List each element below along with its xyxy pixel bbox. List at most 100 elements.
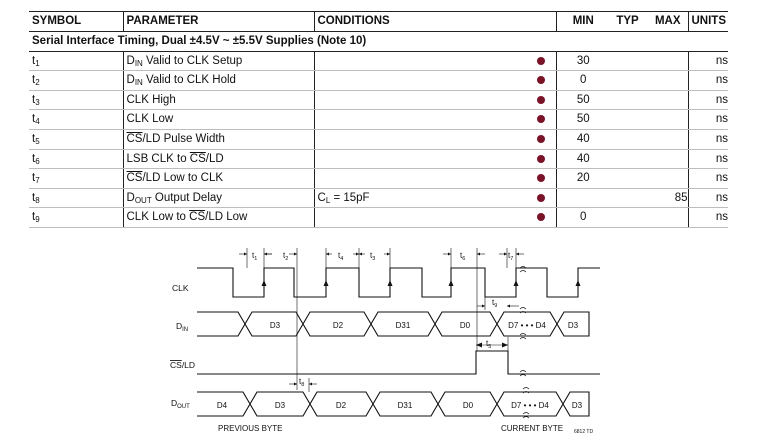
full-temp-range-dot-icon — [536, 76, 545, 85]
full-temp-range-dot-icon — [536, 134, 545, 143]
symbol-subscript: 6 — [35, 156, 40, 166]
header-parameter: PARAMETER — [122, 11, 314, 32]
parameter-text: D — [126, 54, 135, 67]
cell-min: 50 — [555, 90, 607, 111]
din-cell: D2 — [333, 321, 344, 330]
parameter-overline: CS — [126, 172, 143, 185]
symbol-text: t — [32, 54, 36, 67]
parameter-text: /LD Low — [205, 211, 248, 224]
header-max: MAX — [645, 11, 688, 32]
symbol-subscript: 7 — [35, 176, 40, 186]
cell-typ — [607, 168, 645, 189]
full-temp-range-dot-icon — [536, 56, 545, 65]
clk-signal-label: CLK — [172, 283, 189, 293]
symbol-subscript: 4 — [35, 117, 40, 127]
full-temp-range-dot-icon — [536, 174, 545, 183]
cell-symbol: t9 — [29, 207, 123, 228]
cell-parameter: CLK High — [122, 90, 314, 111]
symbol-subscript: 1 — [35, 58, 40, 68]
cell-max — [645, 90, 688, 111]
dout-cell: D4 — [217, 401, 228, 410]
parameter-subscript: IN — [134, 78, 143, 88]
cell-units: ns — [687, 90, 728, 111]
cell-conditions — [313, 70, 523, 91]
cell-min: 40 — [555, 149, 607, 170]
parameter-overline: CS — [126, 132, 143, 145]
cell-units: ns — [687, 70, 728, 91]
cell-max — [645, 51, 688, 72]
cell-units: ns — [687, 109, 728, 130]
din-cell: D3 — [568, 321, 579, 330]
parameter-text: /LD Low to CLK — [142, 172, 224, 185]
cell-symbol: t2 — [29, 70, 123, 91]
t4-label: t4 — [338, 251, 343, 262]
cs-ld-signal-label: CS/LD — [170, 360, 195, 370]
cell-parameter: CLK Low — [122, 109, 314, 130]
dout-cell: D31 — [398, 401, 413, 410]
cell-symbol: t6 — [29, 149, 123, 170]
cell-temp-range-marker — [523, 109, 556, 130]
parameter-text: /LD Pulse Width — [142, 132, 225, 145]
din-bus: D3 D2 D31 D0 D7 • • • D4 D3 — [197, 311, 590, 337]
cell-temp-range-marker — [523, 168, 556, 189]
dout-cell: D7 • • • D4 — [511, 401, 549, 410]
cell-symbol: t8 — [29, 188, 123, 209]
t3-label: t3 — [370, 251, 375, 262]
conditions-subscript: L — [325, 195, 331, 205]
header-typ: TYP — [607, 11, 645, 32]
parameter-text: LSB CLK to — [126, 152, 190, 165]
cs-ld-waveform — [197, 350, 600, 375]
cell-typ — [607, 70, 645, 91]
parameter-text: D — [126, 191, 135, 204]
table-header-row: SYMBOL PARAMETER CONDITIONS MIN TYP MAX … — [29, 11, 728, 32]
dout-signal-label: DOUT — [171, 398, 190, 410]
symbol-subscript: 8 — [35, 195, 40, 205]
din-cell: D7 • • • D4 — [508, 321, 546, 330]
cell-typ — [607, 129, 645, 150]
cell-symbol: t4 — [29, 109, 123, 130]
cell-parameter: DIN Valid to CLK Setup — [122, 51, 314, 72]
cell-conditions — [313, 109, 523, 130]
t8-label: t8 — [299, 377, 304, 388]
clk-edge-arrows — [261, 280, 581, 286]
cell-conditions — [313, 51, 523, 72]
cell-temp-range-marker — [523, 90, 556, 111]
cell-conditions — [313, 90, 523, 111]
dout-cell: D2 — [336, 401, 347, 410]
cell-parameter: DOUT Output Delay — [122, 188, 314, 209]
cell-max: 85 — [645, 188, 688, 209]
cell-units: ns — [687, 129, 728, 150]
cell-units: ns — [687, 51, 728, 72]
header-units: UNITS — [687, 11, 728, 32]
cell-max — [645, 70, 688, 91]
dout-cell: D3 — [275, 401, 286, 410]
cell-min: 40 — [555, 129, 607, 150]
figure-code: 6812 TD — [574, 429, 593, 435]
header-min: MIN — [555, 11, 607, 32]
parameter-subscript: OUT — [134, 195, 152, 205]
cell-symbol: t1 — [29, 51, 123, 72]
cell-min: 0 — [555, 207, 607, 228]
cell-conditions — [313, 168, 523, 189]
cell-parameter: CLK Low to CS/LD Low — [122, 207, 314, 228]
din-signal-label: DIN — [176, 321, 188, 333]
cell-typ — [607, 90, 645, 111]
cell-conditions — [313, 149, 523, 170]
din-cell: D0 — [460, 321, 471, 330]
cell-typ — [607, 188, 645, 209]
parameter-text: /LD — [205, 152, 224, 165]
symbol-text: t — [32, 113, 36, 126]
cell-typ — [607, 149, 645, 170]
cell-min: 20 — [555, 168, 607, 189]
symbol-text: t — [32, 211, 36, 224]
cell-parameter: CS/LD Pulse Width — [122, 129, 314, 150]
full-temp-range-dot-icon — [536, 154, 545, 163]
cell-units: ns — [687, 207, 728, 228]
cell-units: ns — [687, 188, 728, 209]
parameter-text: CLK Low — [126, 113, 174, 126]
